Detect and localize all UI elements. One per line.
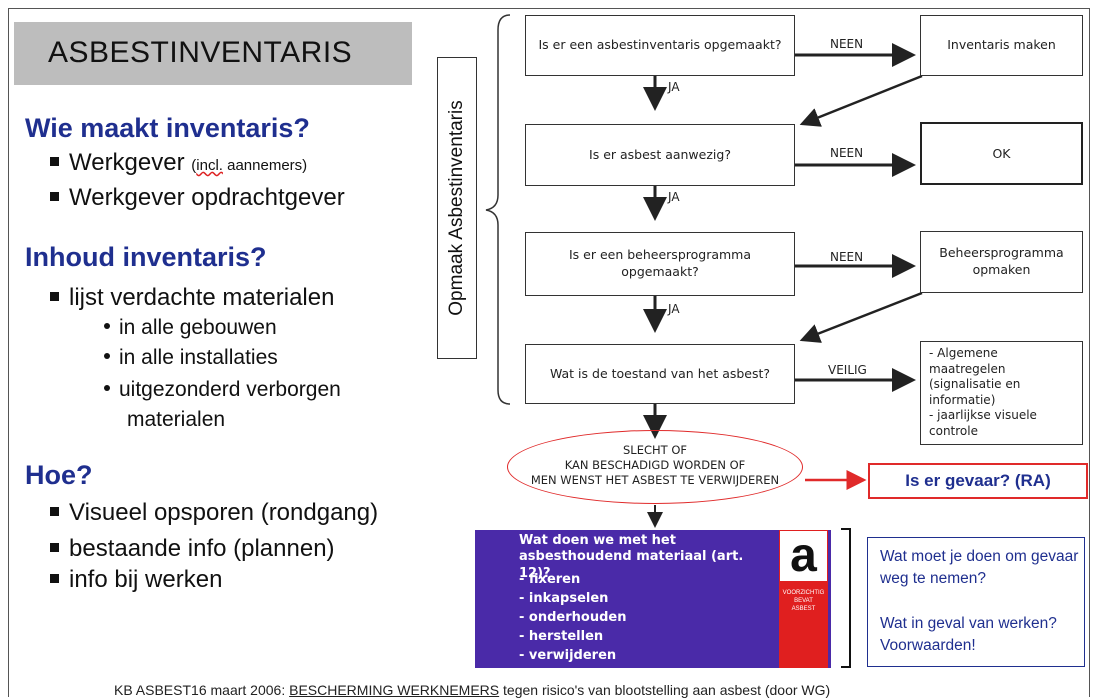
bullet-dot-icon [104, 385, 110, 392]
slide-frame [8, 8, 1090, 697]
result-4-item-1: - Algemene maatregelen (signalisatie en … [929, 346, 1021, 407]
result-3-box: Beheersprogramma opmaken [920, 231, 1083, 293]
measure-4: - herstellen [519, 629, 604, 644]
how-item-1-label: Visueel opsporen (rondgang) [69, 499, 379, 526]
label-ja-3: JA [668, 302, 680, 316]
result-4-item-2-text: jaarlijkse visuele controle [929, 408, 1037, 438]
who-item-2: Werkgever opdrachtgever [50, 184, 345, 212]
footer-note: KB ASBEST16 maart 2006: BESCHERMING WERK… [114, 682, 830, 698]
question-works: Wat in geval van werken? Voorwaarden! [880, 615, 1057, 654]
condition-line-1: SLECHT OF [623, 443, 687, 457]
question-1-box: Is er een asbestinventaris opgemaakt? [525, 15, 795, 76]
question-4-box: Wat is de toestand van het asbest? [525, 344, 795, 404]
bullet-icon [50, 292, 59, 302]
content-subitem-3-cont: materialen [127, 408, 226, 431]
measure-1: - fixeren [519, 572, 581, 587]
arrow-return-2 [799, 291, 923, 343]
questions-box [867, 537, 1085, 667]
who-note-rest: aannemers) [222, 157, 308, 174]
logo-text-1: VOORZICHTIG [782, 590, 825, 596]
label-ja-2: JA [668, 190, 680, 204]
how-item-2-label: bestaande info (plannen) [69, 535, 335, 562]
who-note-underlined: incl. [196, 157, 223, 174]
label-veilig: VEILIG [828, 363, 867, 377]
question-2-text: Is er asbest aanwezig? [589, 146, 731, 162]
bullet-icon [50, 157, 59, 167]
measure-2: - inkapselen [519, 591, 609, 606]
measures-box [475, 530, 831, 668]
slide-title: ASBESTINVENTARIS [48, 36, 353, 69]
content-subitem-1: in alle gebouwen [104, 316, 277, 340]
content-subitem-2-label: in alle installaties [119, 346, 278, 369]
content-subitem-3-label: uitgezonderd verborgen [119, 378, 341, 401]
question-1-text: Is er een asbestinventaris opgemaakt? [538, 37, 782, 53]
danger-text: Is er gevaar? (RA) [905, 471, 1051, 490]
bullet-dot-icon [104, 353, 110, 360]
content-subitem-3: uitgezonderd verborgen [104, 378, 341, 402]
result-2-text: OK [992, 146, 1011, 161]
condition-line-2: KAN BESCHADIGD WORDEN OF [564, 457, 746, 472]
who-heading: Wie maakt inventaris? [25, 113, 310, 143]
bullet-icon [50, 574, 59, 584]
bullet-icon [50, 507, 59, 517]
how-heading: Hoe? [25, 460, 93, 490]
result-2-box: OK [920, 122, 1083, 185]
who-item-2-label: Werkgever opdrachtgever [69, 184, 345, 211]
result-1-box: Inventaris maken [920, 15, 1083, 76]
bullet-icon [50, 543, 59, 553]
result-4-box: - Algemene maatregelen (signalisatie en … [920, 341, 1083, 445]
logo-text-3: ASBEST [791, 606, 816, 612]
content-item-label: lijst verdachte materialen [69, 284, 335, 311]
result-4-list: - Algemene maatregelen (signalisatie en … [929, 346, 1074, 440]
condition-text: SLECHT OF KAN BESCHADIGD WORDEN OF MEN W… [507, 443, 803, 488]
result-3-text: Beheersprogramma opmaken [939, 245, 1064, 277]
side-label-box [437, 57, 477, 359]
measure-5: - verwijderen [519, 648, 617, 663]
measure-3: - onderhouden [519, 610, 627, 625]
how-item-3-label: info bij werken [69, 566, 223, 593]
content-subitem-2: in alle installaties [104, 346, 278, 370]
title-box [14, 22, 412, 85]
footer-underlined: BESCHERMING WERKNEMERS [289, 682, 500, 698]
measures-title: Wat doen we met het asbesthoudend materi… [519, 533, 744, 581]
condition-ellipse [507, 430, 803, 504]
how-item-1: Visueel opsporen (rondgang) [50, 499, 378, 527]
who-item-1: Werkgever (incl. aannemers) [50, 149, 307, 177]
who-item-1-label: Werkgever [69, 149, 185, 176]
question-4-text: Wat is de toestand van het asbest? [549, 365, 771, 381]
question-remove-danger: Wat moet je doen om gevaar weg te nemen? [880, 548, 1079, 587]
bullet-dot-icon [104, 323, 110, 330]
logo-letter: a [790, 529, 817, 582]
arrow-return-1 [799, 74, 923, 127]
content-item: lijst verdachte materialen [50, 284, 334, 312]
footer-suffix: tegen risico's van blootstelling aan asb… [499, 682, 831, 698]
result-4-item-1-text: Algemene maatregelen (signalisatie en in… [929, 346, 1021, 407]
content-subitem-1-label: in alle gebouwen [119, 316, 277, 339]
footer-prefix: KB ASBEST16 maart 2006: [114, 682, 290, 698]
who-note: (incl. aannemers) [191, 157, 308, 174]
question-2-box: Is er asbest aanwezig? [525, 124, 795, 186]
label-neen-1: NEEN [830, 37, 864, 51]
condition-line-3: MEN WENST HET ASBEST TE VERWIJDEREN [530, 472, 780, 487]
bullet-icon [50, 192, 59, 202]
result-1-text: Inventaris maken [947, 37, 1056, 53]
question-3-box: Is er een beheersprogramma opgemaakt? [525, 232, 795, 296]
logo-text-2: BEVAT [794, 598, 813, 604]
how-item-3: info bij werken [50, 566, 222, 594]
result-4-item-2: - jaarlijkse visuele controle [929, 408, 1037, 438]
question-3-text: Is er een beheersprogramma opgemaakt? [568, 247, 752, 279]
how-item-2: bestaande info (plannen) [50, 535, 335, 563]
right-bracket [841, 528, 851, 668]
content-heading: Inhoud inventaris? [25, 242, 267, 272]
label-neen-2: NEEN [830, 146, 864, 160]
label-ja-1: JA [668, 80, 680, 94]
danger-box: Is er gevaar? (RA) [868, 463, 1088, 499]
curly-bracket [485, 14, 511, 405]
label-neen-3: NEEN [830, 250, 864, 264]
asbestos-a-icon: a [779, 530, 828, 582]
